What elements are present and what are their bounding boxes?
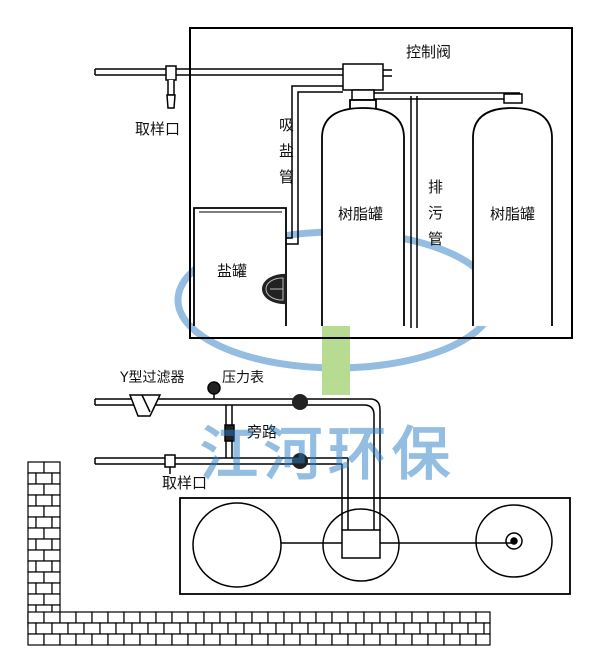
base-plate [179, 497, 571, 595]
drain-pipe [410, 96, 418, 328]
label-pressure-gauge: 压力表 [222, 370, 264, 386]
bottom-sampling-valve [164, 454, 176, 474]
upper-enclosure [189, 27, 573, 339]
label-control-valve: 控制阀 [406, 43, 451, 61]
label-brine-suction-pipe: 吸盐管 [279, 116, 294, 186]
valve-to-tank2-pipe [374, 92, 523, 104]
label-sampling-port-bottom: 取样口 [162, 474, 207, 492]
salt-tank [193, 207, 287, 326]
outlet-valve-icon [292, 453, 308, 469]
base-footprints [192, 502, 553, 588]
brine-suction-pipe [282, 85, 343, 245]
tank1-footprint [322, 508, 400, 582]
tank2-footprint [475, 504, 553, 578]
label-drain-pipe: 排污管 [428, 178, 443, 248]
svg-text:吸盐管: 吸盐管 [279, 116, 294, 186]
resin-tank-1 [321, 99, 405, 326]
label-resin-tank-1: 树脂罐 [338, 205, 383, 223]
label-y-filter: Y型过滤器 [119, 370, 185, 386]
bypass-pipe [224, 405, 235, 458]
label-salt-tank: 盐罐 [217, 262, 247, 280]
resin-tank-2 [472, 107, 553, 326]
salt-tank-footprint [192, 502, 282, 588]
svg-text:排污管: 排污管 [428, 178, 443, 248]
top-sampling-pipe [94, 65, 345, 109]
pressure-gauge-icon [207, 381, 221, 399]
inlet-valve-icon [292, 394, 308, 410]
label-bypass: 旁路 [247, 423, 277, 441]
y-filter-icon [128, 394, 162, 417]
watermark-text: 江河环保 [200, 420, 456, 488]
label-sampling-port-top: 取样口 [135, 120, 180, 138]
control-valve [342, 63, 392, 101]
salt-valve-icon [261, 273, 286, 305]
brick-wall [27, 461, 491, 646]
label-resin-tank-2: 树脂罐 [490, 205, 535, 223]
